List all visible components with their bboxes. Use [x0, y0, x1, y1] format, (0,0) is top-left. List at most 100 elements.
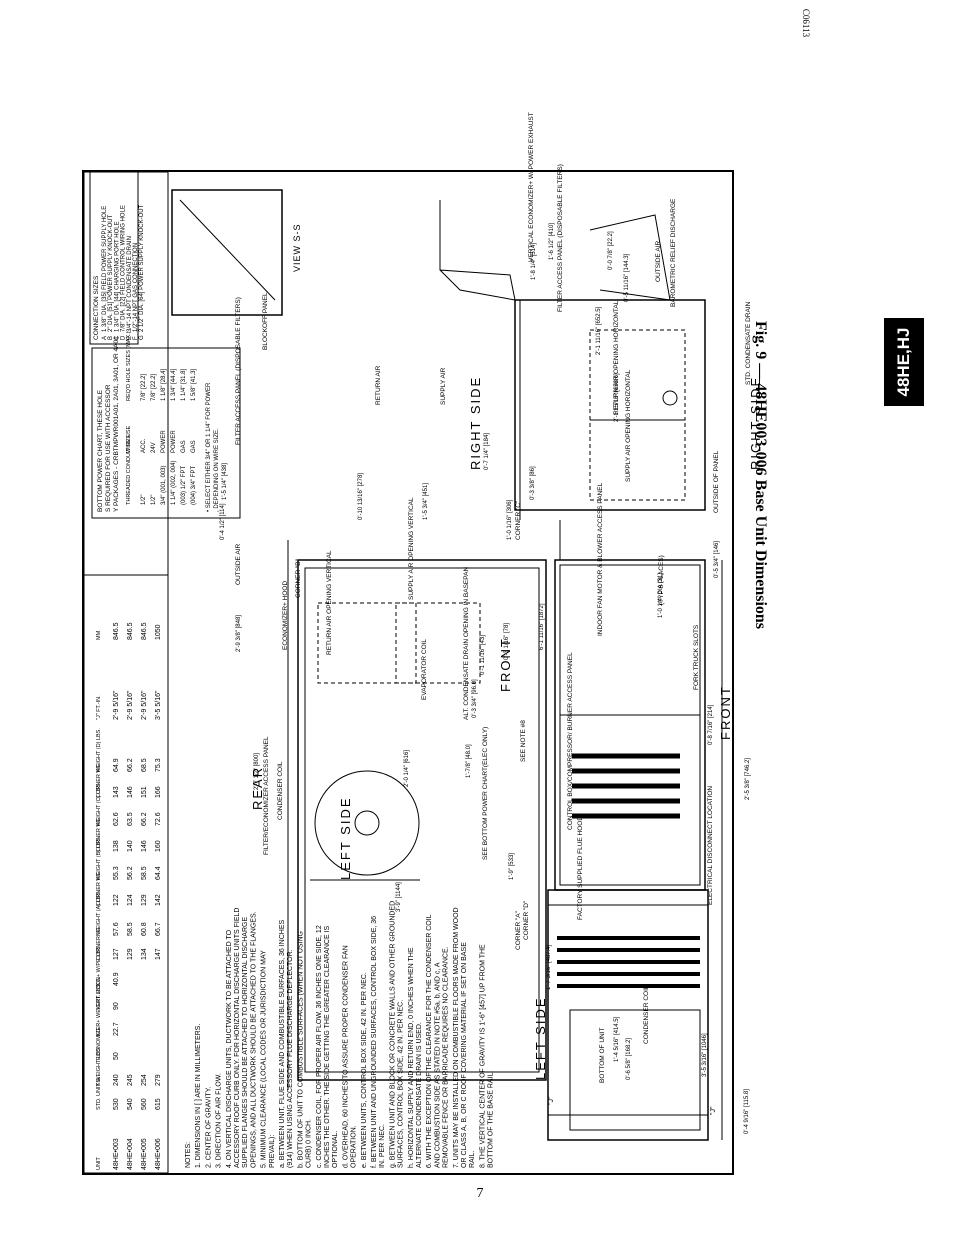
weights-cell: 279: [155, 1074, 162, 1086]
weights-cell: 846.5: [141, 622, 148, 640]
connection-key: D: [121, 335, 127, 340]
note-line: OPERATION.: [351, 1125, 358, 1168]
dimension-label: 1'-5 3/4" [451]: [423, 483, 429, 520]
power-chart-cell: 1/2": [141, 495, 147, 505]
weights-header: ECONOMIZER+ WEIGHT LBS.: [96, 982, 102, 1060]
indoor-fan-label: INDOOR FAN MOTOR & BLOWER ACCESS PANEL: [597, 482, 604, 636]
note-line: RAIL.: [469, 1150, 476, 1168]
weights-header: KG.: [96, 1076, 102, 1086]
view-title-front: FRONT: [498, 637, 513, 692]
weights-cell: 138: [113, 840, 120, 852]
weights-cell: 146: [127, 786, 134, 798]
note-line: BOTTOM OF THE BASE RAIL.: [488, 1071, 495, 1168]
dimension-label: 1'-0 1/16" [306]: [507, 499, 513, 540]
dimension-label: 3'-9" [1144]: [396, 882, 402, 912]
corner-a-label: CORNER "A": [515, 910, 522, 950]
connection-desc: 1/2"-14 NPT GAS CONNECTION: [133, 243, 139, 332]
note-line: OPENINGS, AND ALL DUCTWORK SHOULD BE ATT…: [250, 911, 257, 1168]
power-chart-cell: 1 1/4" [31.8]: [181, 369, 187, 401]
weights-cell: 58.5: [127, 922, 134, 936]
weights-cell: 147: [155, 948, 162, 960]
connection-key: E: [127, 336, 133, 340]
weights-cell: 22.7: [113, 1022, 120, 1036]
weights-cell: 140: [127, 840, 134, 852]
dimension-label: 0'-8 7/16" [214]: [708, 704, 714, 745]
dimension-label: 0'-3 3/8" [86]: [530, 466, 536, 500]
filter-econ-panel-label: FILTER/ECONOMIZER ACCESS PANEL: [263, 736, 270, 855]
power-chart-cell: 1 1/8" [28.4]: [161, 369, 167, 401]
weights-header: CORNER WEIGHT (A) LBS.: [96, 890, 102, 960]
dimension-label: 0'-1 11/16" [43]: [480, 635, 486, 675]
power-chart-cell: 1 3/4" [44.4]: [171, 369, 177, 401]
weights-cell: 64.9: [113, 758, 120, 772]
power-chart-cell: (004) 3/4" FPT: [191, 466, 197, 505]
note-line: SURFACES, CONTROL BOX SIDE, 42 IN. PER N…: [398, 1000, 405, 1168]
weights-cell: 160: [155, 840, 162, 852]
note-line: b. BOTTOM OF UNIT TO COMBUSTIBLE SURFACE…: [297, 931, 304, 1168]
outside-air-label: OUTSIDE AIR: [235, 544, 242, 585]
dimension-label: 0'-4 1/2" [114]: [220, 503, 226, 540]
dimension-label: 0'-10 13/16" [278]: [358, 473, 364, 520]
condenser-coil-label: CONDENSER COIL: [277, 761, 284, 820]
blockoff-panel-label: BLOCKOFF PANEL: [262, 292, 269, 350]
view-title-right-side: RIGHT SIDE: [468, 376, 483, 470]
view-title-front-lower: FRONT: [718, 685, 733, 740]
weights-cell: 143: [113, 786, 120, 798]
drawing-frame: [82, 170, 734, 1175]
weights-cell: 540: [127, 1098, 134, 1110]
vertical-econ-label: VERTICAL ECONOMIZER+ W/ POWER EXHAUST: [528, 112, 535, 262]
dimension-label: 2'-5 3/8" [746.2]: [745, 758, 751, 800]
weights-cell: 57.6: [113, 922, 120, 936]
weights-cell: 64.4: [155, 866, 162, 880]
weights-cell: 58.5: [141, 866, 148, 880]
weights-cell: 151: [141, 786, 148, 798]
weights-header: KG.: [96, 976, 102, 986]
dimension-label: 2'-9 3/8" [848]: [236, 615, 242, 652]
note-line: REMOVABLE FENCE OR BARRICADE REQUIRES NO…: [443, 946, 450, 1168]
outside-air-barometric-label: OUTSIDE AIR: [655, 241, 662, 282]
view-title-left-side: LEFT SIDE: [533, 996, 548, 1080]
weights-cell: 63.5: [127, 812, 134, 826]
economizer-hood-label: ECONOMIZER+ HOOD: [282, 581, 289, 650]
note-line: f. BETWEEN UNIT AND UNGROUNDED SURFACES,…: [371, 916, 378, 1168]
power-chart-cell: 3/4" (001, 003): [161, 466, 167, 506]
weights-header: CORNER WEIGHT (D) LBS.: [96, 728, 102, 798]
power-chart-cell: 7/8" [22.2]: [141, 374, 147, 401]
weights-cell: 240: [113, 1074, 120, 1086]
corner-b-label: CORNER "B": [295, 558, 302, 598]
j-label: "J": [548, 1096, 555, 1105]
connection-desc: 7/8" DIA. [22] FIELD CONTROL WIRING HOLE: [121, 205, 127, 332]
connection-desc: 1 3/8" DIA. [35] FIELD POWER SUPPLY HOLE: [102, 206, 108, 332]
dimension-label: 1'-9" [533]: [509, 853, 515, 880]
dimension-label: 0'-3 1/16" [78]: [504, 623, 510, 660]
see-note-8-label: SEE NOTE #8: [520, 720, 527, 762]
weights-header: CORNER WEIGHT (C) LBS.: [96, 782, 102, 852]
weights-cell: 50: [113, 1052, 120, 1060]
weights-cell: 134: [141, 948, 148, 960]
note-line: 4. ON VERTICAL DISCHARGE UNITS, DUCTWORK…: [226, 929, 233, 1168]
weights-cell: 142: [155, 894, 162, 906]
note-line: ALTERNATE CONDENSATE DRAIN IS USED.: [416, 1022, 423, 1168]
alt-condensate-label: ALT. CONDENSATE DRAIN OPENING IN BASEPAN: [463, 567, 470, 720]
weights-cell: 122: [113, 894, 120, 906]
note-line: 5. MINIMUM CLEARANCE (LOCAL CODES OR JUR…: [261, 950, 268, 1168]
dimension-label: 0'-5 3/4" [146]: [714, 541, 720, 578]
weights-cell: 615: [155, 1098, 162, 1110]
weights-cell: 55.3: [113, 866, 120, 880]
outside-of-panel-label: OUTSIDE OF PANEL: [713, 450, 720, 513]
note-line: PREVAIL):: [269, 1135, 276, 1168]
dimension-label: 2'-1 15/16" [658.6]: [614, 373, 620, 422]
dimension-label: 3'-5 3/16" [1046]: [702, 1033, 708, 1077]
weights-cell: 530: [113, 1098, 120, 1110]
power-chart-header: REQ'D HOLE SIZES (MAX.): [126, 331, 132, 401]
return-air-label: RETURN AIR: [375, 365, 382, 405]
weights-cell: 245: [127, 1074, 134, 1086]
dimension-label: 1'-0 1/4" DIA [31]: [658, 573, 664, 618]
weights-cell: 146: [141, 840, 148, 852]
j-label-bottom: "J": [710, 1106, 717, 1115]
power-chart-cell: POWER: [171, 430, 177, 453]
note-line: d. OVERHEAD, 60 INCHES TO ASSURE PROPER …: [342, 945, 349, 1168]
filter-panel-disposable-label: FILTER ACCESS PANEL (DISPOSABLE FILTERS): [557, 164, 564, 312]
note-line: OR CLASS A, B, OR C ROOF COVERING MATERI…: [461, 942, 468, 1168]
weights-cell: 66.2: [127, 758, 134, 772]
